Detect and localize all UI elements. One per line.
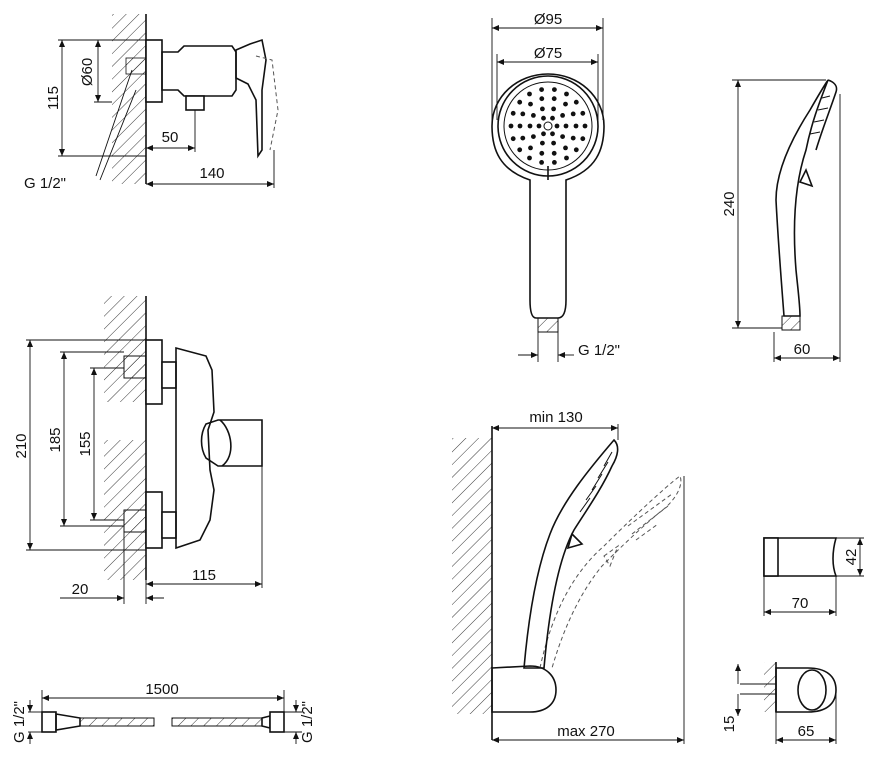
- nozzle-dot: [531, 113, 536, 118]
- hose-view: 1500 G 1/2" G 1/2": [11, 681, 316, 744]
- nozzle-dot: [563, 101, 568, 107]
- nozzle-dot: [570, 111, 576, 117]
- hand-shower-side-view: 240 60: [721, 79, 841, 362]
- spray-nozzles: [508, 87, 588, 165]
- nozzle-dot: [508, 123, 514, 129]
- nozzle-dot: [573, 99, 579, 105]
- nozzle-dot: [551, 106, 556, 112]
- hose-length: 1500: [145, 681, 178, 698]
- holder-part-view: 42 70: [763, 537, 864, 616]
- nozzle-dot: [541, 131, 546, 137]
- nozzle-dot: [540, 106, 545, 112]
- holder-part-width: 70: [792, 595, 809, 612]
- nozzle-dot: [560, 134, 565, 140]
- nozzle-dot: [539, 96, 545, 102]
- nozzle-dot: [517, 99, 523, 105]
- nozzle-dot: [520, 111, 526, 117]
- nozzle-dot: [520, 135, 526, 141]
- nozzle-dot: [550, 131, 555, 137]
- mixer-side-height: 115: [45, 86, 62, 110]
- nozzle-dot: [552, 87, 557, 92]
- nozzle-dot: [564, 91, 569, 97]
- mixer-side-depth: 140: [199, 165, 224, 182]
- mixer-side-flange-diameter: Ø60: [79, 58, 96, 86]
- nozzle-dot: [527, 91, 532, 97]
- nozzle-dot: [580, 110, 586, 116]
- nozzle-dot: [539, 160, 544, 165]
- mixer-mid-height: 185: [47, 427, 64, 452]
- nozzle-dot: [573, 147, 579, 153]
- nozzle-dot: [517, 147, 523, 153]
- nozzle-dot: [550, 115, 555, 121]
- nozzle-dot: [528, 145, 533, 151]
- wall-hatch: [112, 14, 146, 184]
- nozzle-dot: [573, 123, 579, 129]
- nozzle-dot: [536, 123, 542, 129]
- nozzle-dot: [552, 160, 557, 165]
- nozzle-dot: [551, 140, 556, 146]
- shower-depth: 60: [794, 341, 811, 358]
- mixer-front-view: 210 185 155 20 115: [13, 296, 263, 604]
- holder-min-reach: min 130: [529, 409, 582, 426]
- hose-thread-left: G 1/2": [11, 701, 28, 743]
- nozzle-dot: [580, 136, 586, 142]
- mixer-centers: 155: [77, 431, 94, 456]
- wall-holder-width: 65: [798, 723, 815, 740]
- mixer-side-thread: G 1/2": [24, 175, 66, 192]
- nozzle-dot: [528, 101, 533, 107]
- nozzle-dot: [541, 115, 546, 121]
- holder-part-height: 42: [843, 549, 860, 566]
- wall-holder-view: 15 65: [721, 662, 837, 744]
- mixer-total-height: 210: [13, 433, 30, 458]
- shower-holder-view: min 130 max 270: [452, 409, 685, 744]
- nozzle-dot: [560, 113, 565, 118]
- mixer-side-view: 115 Ø60 50 140 G 1/2": [24, 14, 279, 192]
- nozzle-dot: [570, 135, 576, 141]
- nozzle-dot: [539, 87, 544, 92]
- nozzle-dot: [527, 155, 532, 161]
- nozzle-center: [543, 121, 553, 131]
- nozzle-dot: [582, 123, 588, 129]
- mixer-offset: 20: [72, 581, 89, 598]
- mixer-side-outlet: 50: [162, 129, 179, 146]
- mixer-projection: 115: [192, 567, 216, 584]
- hose-thread-right: G 1/2": [299, 701, 316, 743]
- shower-thread: G 1/2": [578, 342, 620, 359]
- nozzle-dot: [517, 123, 523, 129]
- shower-outer-diameter: Ø95: [534, 11, 562, 28]
- nozzle-dot: [551, 150, 557, 156]
- nozzle-dot: [551, 96, 557, 102]
- nozzle-dot: [563, 145, 568, 151]
- nozzle-dot: [539, 150, 545, 156]
- hand-shower-front-view: Ø95 Ø75 G 1/2": [491, 11, 620, 362]
- nozzle-dot: [564, 155, 569, 161]
- holder-max-reach: max 270: [557, 723, 615, 740]
- wall-holder-height: 15: [721, 716, 738, 733]
- shower-face-diameter: Ø75: [534, 45, 562, 62]
- nozzle-dot: [554, 123, 560, 129]
- nozzle-dot: [527, 123, 533, 129]
- nozzle-dot: [510, 136, 516, 142]
- nozzle-dot: [540, 140, 545, 146]
- nozzle-dot: [510, 110, 516, 116]
- shower-length: 240: [721, 191, 738, 216]
- nozzle-dot: [531, 134, 536, 140]
- nozzle-dot: [563, 123, 569, 129]
